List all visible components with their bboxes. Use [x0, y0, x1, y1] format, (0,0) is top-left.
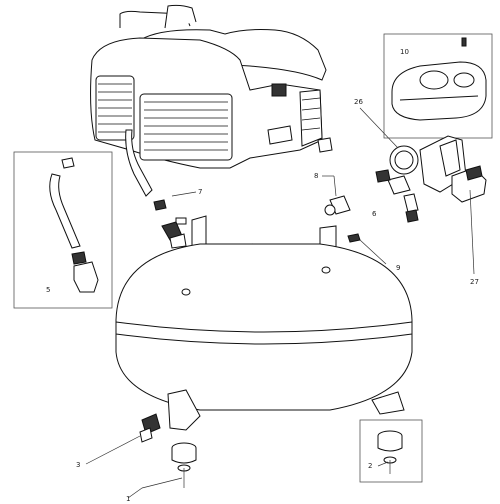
inset-shroud [383, 33, 493, 139]
inset-frame-5 [13, 151, 113, 309]
callout-10: 10 [400, 48, 409, 56]
motor-housing-assembly [90, 4, 333, 197]
callout-27: 27 [470, 278, 479, 286]
center-vent-grill [139, 93, 233, 161]
callout-3: 3 [76, 461, 80, 469]
inset-frame-2 [359, 419, 423, 483]
callout-7: 7 [198, 188, 202, 196]
air-tank [115, 215, 413, 431]
callout-labels: 1 2 3 5 6 7 8 9 10 26 27 [46, 48, 479, 503]
inset-frame-10 [383, 33, 493, 139]
callout-2: 2 [368, 462, 372, 470]
bottom-parts [139, 413, 423, 488]
manifold-regulator-assembly [375, 135, 487, 223]
leader-lines [85, 107, 475, 499]
callout-5: 5 [46, 286, 50, 294]
power-switch [271, 83, 287, 97]
callout-1: 1 [126, 495, 130, 503]
inset-discharge-tube [13, 151, 113, 309]
callout-6: 6 [372, 210, 377, 218]
callout-26: 26 [354, 98, 363, 106]
callout-8: 8 [314, 172, 318, 180]
callout-9: 9 [396, 264, 400, 272]
